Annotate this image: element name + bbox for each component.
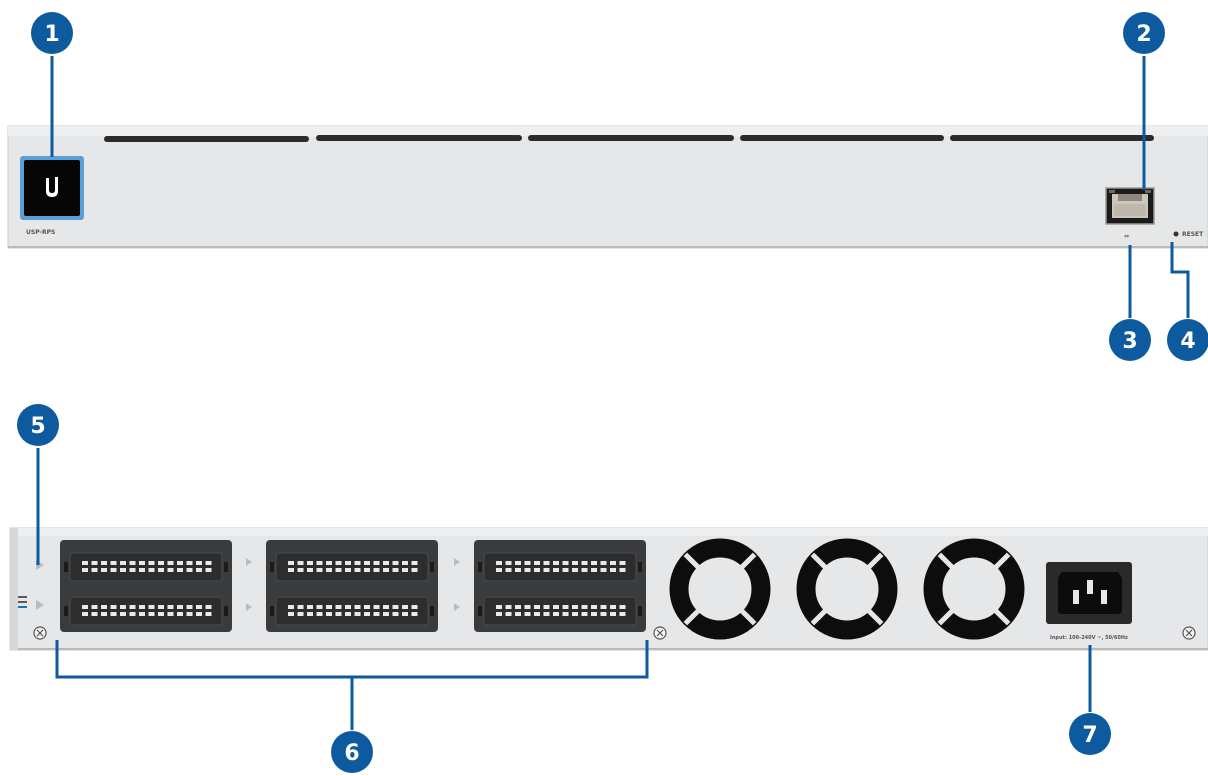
screw-left [33, 626, 47, 640]
callout-3: 3 [1109, 319, 1151, 361]
callout-number: 5 [30, 414, 45, 439]
leader-lines [36, 56, 1190, 730]
callout-number: 6 [344, 741, 359, 766]
reset-label: RESET [1182, 231, 1204, 238]
callout-6: 6 [331, 731, 373, 773]
front-panel: USP-RPS ⇔ RESET [7, 125, 1208, 249]
callout-circle [1109, 319, 1151, 361]
callout-number: 1 [44, 22, 59, 47]
ac-power-inlet [1046, 562, 1132, 624]
callout-number: 3 [1122, 329, 1137, 354]
fan-3 [923, 538, 1025, 640]
fan-1 [669, 538, 771, 640]
dc-output-port [64, 596, 228, 626]
reset-button [1173, 231, 1179, 237]
dc-output-port [64, 552, 228, 582]
dc-output-port [270, 596, 434, 626]
rear-panel: Input: 100-240V ~, 50/60Hz [9, 527, 1208, 651]
dc-port-module [474, 540, 646, 632]
dc-output-port [270, 552, 434, 582]
callout-circle [31, 12, 73, 54]
fan-2 [796, 538, 898, 640]
screw-right [1182, 626, 1196, 640]
device-model-label: USP-RPS [26, 229, 55, 236]
ethernet-port [1105, 187, 1155, 225]
callout-circle [331, 731, 373, 773]
callout-circle [1069, 713, 1111, 755]
dc-output-port [478, 596, 642, 626]
fans [669, 538, 1025, 640]
dc-port-module [60, 540, 232, 632]
callouts: 1 2 3 4 5 6 7 [17, 12, 1208, 773]
leader-line-4 [1170, 242, 1190, 318]
callout-number: 4 [1180, 329, 1195, 354]
power-input-label: Input: 100-240V ~, 50/60Hz [1050, 635, 1128, 641]
port-led-label: ⇔ [1124, 233, 1129, 240]
callout-number: 2 [1136, 22, 1151, 47]
port-number-markers [246, 558, 460, 611]
dc-output-port [478, 552, 642, 582]
ubiquiti-logo [20, 156, 84, 220]
callout-circle [1123, 12, 1165, 54]
callout-circle [1167, 319, 1208, 361]
callout-2: 2 [1123, 12, 1165, 54]
callout-7: 7 [1069, 713, 1111, 755]
callout-1: 1 [31, 12, 73, 54]
callout-number: 7 [1082, 723, 1097, 748]
vent-slots [104, 135, 1154, 142]
callout-5: 5 [17, 404, 59, 446]
callout-4: 4 [1167, 319, 1208, 361]
dc-port-module [266, 540, 438, 632]
dc-output-ports [60, 540, 646, 632]
screw-middle [653, 626, 667, 640]
callout-circle [17, 404, 59, 446]
